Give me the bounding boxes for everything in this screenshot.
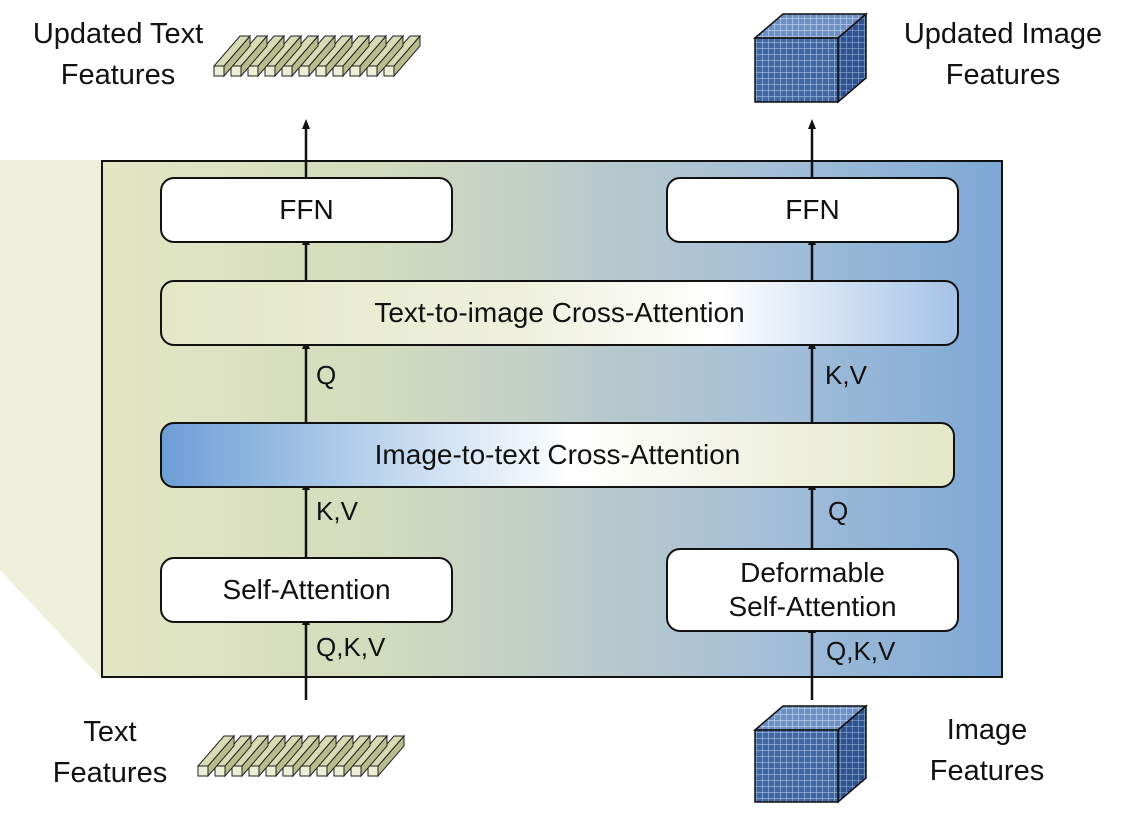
- image-to-text-label: Image-to-text Cross-Attention: [374, 439, 741, 470]
- right-qkv-tag: Q,K,V: [826, 636, 896, 666]
- text-token-slab: [212, 34, 252, 78]
- text-token-slab: [332, 734, 372, 778]
- right-q-tag: Q: [828, 496, 849, 526]
- ffn-left-block: FFN: [160, 177, 453, 243]
- text-token-slab: [348, 34, 388, 78]
- text-token-slab: [247, 734, 287, 778]
- deformable-self-attention-block: Deformable Self-Attention: [666, 548, 959, 632]
- self-attention-label: Self-Attention: [222, 574, 391, 605]
- text-token-slab: [230, 734, 270, 778]
- text-token-slab: [280, 34, 320, 78]
- ffn-left-label: FFN: [279, 194, 334, 225]
- updated-text-features-label: Updated Text Features: [32, 18, 204, 91]
- text-token-slab: [229, 34, 269, 78]
- text-to-image-cross-attention-block: Text-to-image Cross-Attention: [160, 280, 959, 346]
- text-features-icon: [196, 734, 406, 778]
- left-qkv-tag: Q,K,V: [316, 632, 386, 662]
- text-to-image-label: Text-to-image Cross-Attention: [374, 297, 745, 328]
- self-attention-block: Self-Attention: [160, 557, 453, 623]
- image-features-icon: [752, 704, 869, 804]
- text-token-slab: [297, 34, 337, 78]
- left-kv-tag: K,V: [316, 496, 358, 526]
- updated-image-features-label: Updated Image Features: [903, 18, 1103, 91]
- image-features-label: Image Features: [929, 714, 1045, 787]
- right-kv-tag: K,V: [825, 360, 867, 390]
- text-token-slab: [196, 734, 236, 778]
- text-token-slab: [298, 734, 338, 778]
- text-token-slab: [314, 34, 354, 78]
- text-features-label: Text Features: [52, 716, 168, 789]
- deformable-label-line1: Deformable: [740, 557, 885, 588]
- deformable-label-line2: Self-Attention: [728, 591, 897, 622]
- ffn-right-block: FFN: [666, 177, 959, 243]
- image-to-text-cross-attention-block: Image-to-text Cross-Attention: [160, 422, 955, 488]
- updated-text-features-icon: [212, 34, 422, 78]
- text-token-slab: [213, 734, 253, 778]
- updated-image-features-icon: [752, 12, 869, 104]
- left-q-tag: Q: [316, 360, 337, 390]
- ffn-right-label: FFN: [785, 194, 840, 225]
